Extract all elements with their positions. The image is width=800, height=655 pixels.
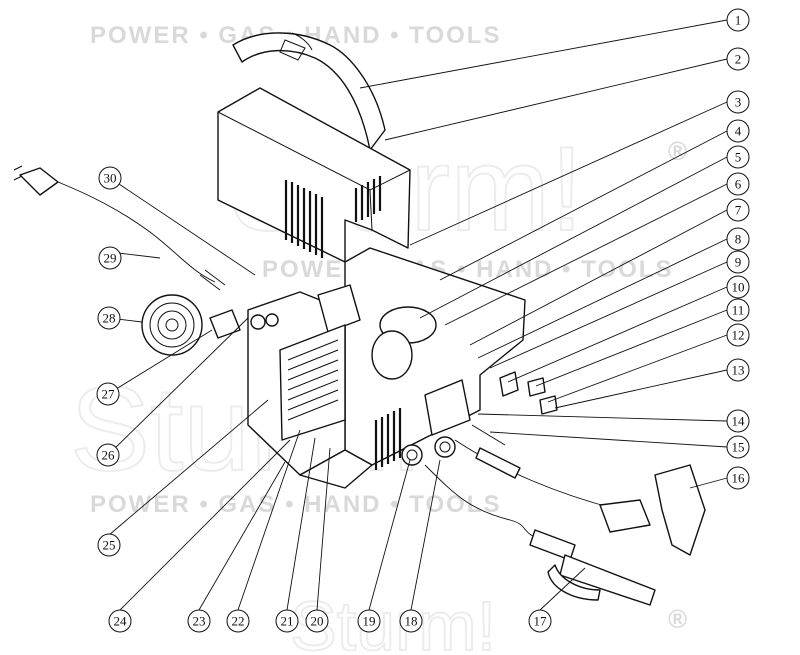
callout-7: 7 xyxy=(726,198,750,222)
callout-11: 11 xyxy=(726,298,750,322)
electrode-holder xyxy=(424,464,656,606)
svg-text:23: 23 xyxy=(193,614,206,629)
svg-text:25: 25 xyxy=(103,538,116,553)
callout-24: 24 xyxy=(108,609,132,633)
svg-text:20: 20 xyxy=(311,614,324,629)
front-vent xyxy=(374,408,402,470)
callout-12: 12 xyxy=(726,323,750,347)
fan-guard xyxy=(141,294,203,356)
svg-text:30: 30 xyxy=(104,171,117,186)
callout-28: 28 xyxy=(97,306,121,330)
callout-8: 8 xyxy=(726,227,750,251)
svg-text:7: 7 xyxy=(735,203,742,218)
carrying-handle xyxy=(232,32,386,151)
callout-19: 19 xyxy=(357,609,381,633)
svg-text:19: 19 xyxy=(363,614,376,629)
callout-3: 3 xyxy=(726,90,750,114)
svg-text:29: 29 xyxy=(104,251,117,266)
callout-5: 5 xyxy=(726,145,750,169)
callout-14: 14 xyxy=(726,409,750,433)
callout-27: 27 xyxy=(96,382,120,406)
callout-20: 20 xyxy=(305,609,329,633)
callout-16: 16 xyxy=(726,466,750,490)
callout-30: 30 xyxy=(98,166,122,190)
svg-text:26: 26 xyxy=(102,448,116,463)
svg-text:4: 4 xyxy=(735,124,742,139)
callout-10: 10 xyxy=(726,275,750,299)
svg-text:18: 18 xyxy=(405,614,418,629)
callout-6: 6 xyxy=(726,172,750,196)
svg-text:12: 12 xyxy=(732,328,745,343)
svg-text:22: 22 xyxy=(232,614,245,629)
watermark-tagline-middle: POWER • GAS • HAND • TOOLS xyxy=(262,256,673,283)
svg-text:27: 27 xyxy=(102,387,116,402)
watermark-registered-top: ® xyxy=(668,136,689,166)
callout-2: 2 xyxy=(726,47,750,71)
svg-text:24: 24 xyxy=(114,614,128,629)
leader-lines xyxy=(107,19,728,611)
power-switch xyxy=(209,309,241,339)
callout-13: 13 xyxy=(726,358,750,382)
svg-text:6: 6 xyxy=(735,177,742,192)
svg-text:9: 9 xyxy=(735,255,742,270)
callout-15: 15 xyxy=(726,435,750,459)
mains-cable-with-plug xyxy=(13,165,226,291)
callout-29: 29 xyxy=(98,246,122,270)
callout-21: 21 xyxy=(275,609,299,633)
callout-22: 22 xyxy=(226,609,250,633)
svg-text:8: 8 xyxy=(735,232,742,247)
svg-text:10: 10 xyxy=(732,280,745,295)
callout-17: 17 xyxy=(528,609,552,633)
watermark-registered-bottom: ® xyxy=(668,604,689,634)
svg-text:3: 3 xyxy=(735,95,742,110)
callout-23: 23 xyxy=(187,609,211,633)
cover-vent-left xyxy=(284,180,324,258)
svg-text:16: 16 xyxy=(732,471,746,486)
callout-25: 25 xyxy=(97,533,121,557)
svg-text:5: 5 xyxy=(735,150,742,165)
svg-text:14: 14 xyxy=(732,414,746,429)
svg-text:11: 11 xyxy=(732,303,745,318)
heatsink-fins xyxy=(287,339,339,421)
svg-text:21: 21 xyxy=(281,614,294,629)
callout-4: 4 xyxy=(726,119,750,143)
cover-vent-right xyxy=(354,176,382,222)
svg-text:28: 28 xyxy=(103,311,116,326)
callout-9: 9 xyxy=(726,250,750,274)
svg-text:17: 17 xyxy=(534,614,548,629)
chassis-assembly xyxy=(247,247,526,489)
callout-1: 1 xyxy=(726,8,750,32)
svg-text:13: 13 xyxy=(732,363,745,378)
top-cover xyxy=(217,87,411,263)
callout-18: 18 xyxy=(399,609,423,633)
svg-text:1: 1 xyxy=(735,13,742,28)
svg-text:2: 2 xyxy=(735,52,742,67)
callout-26: 26 xyxy=(96,443,120,467)
svg-text:15: 15 xyxy=(732,440,745,455)
